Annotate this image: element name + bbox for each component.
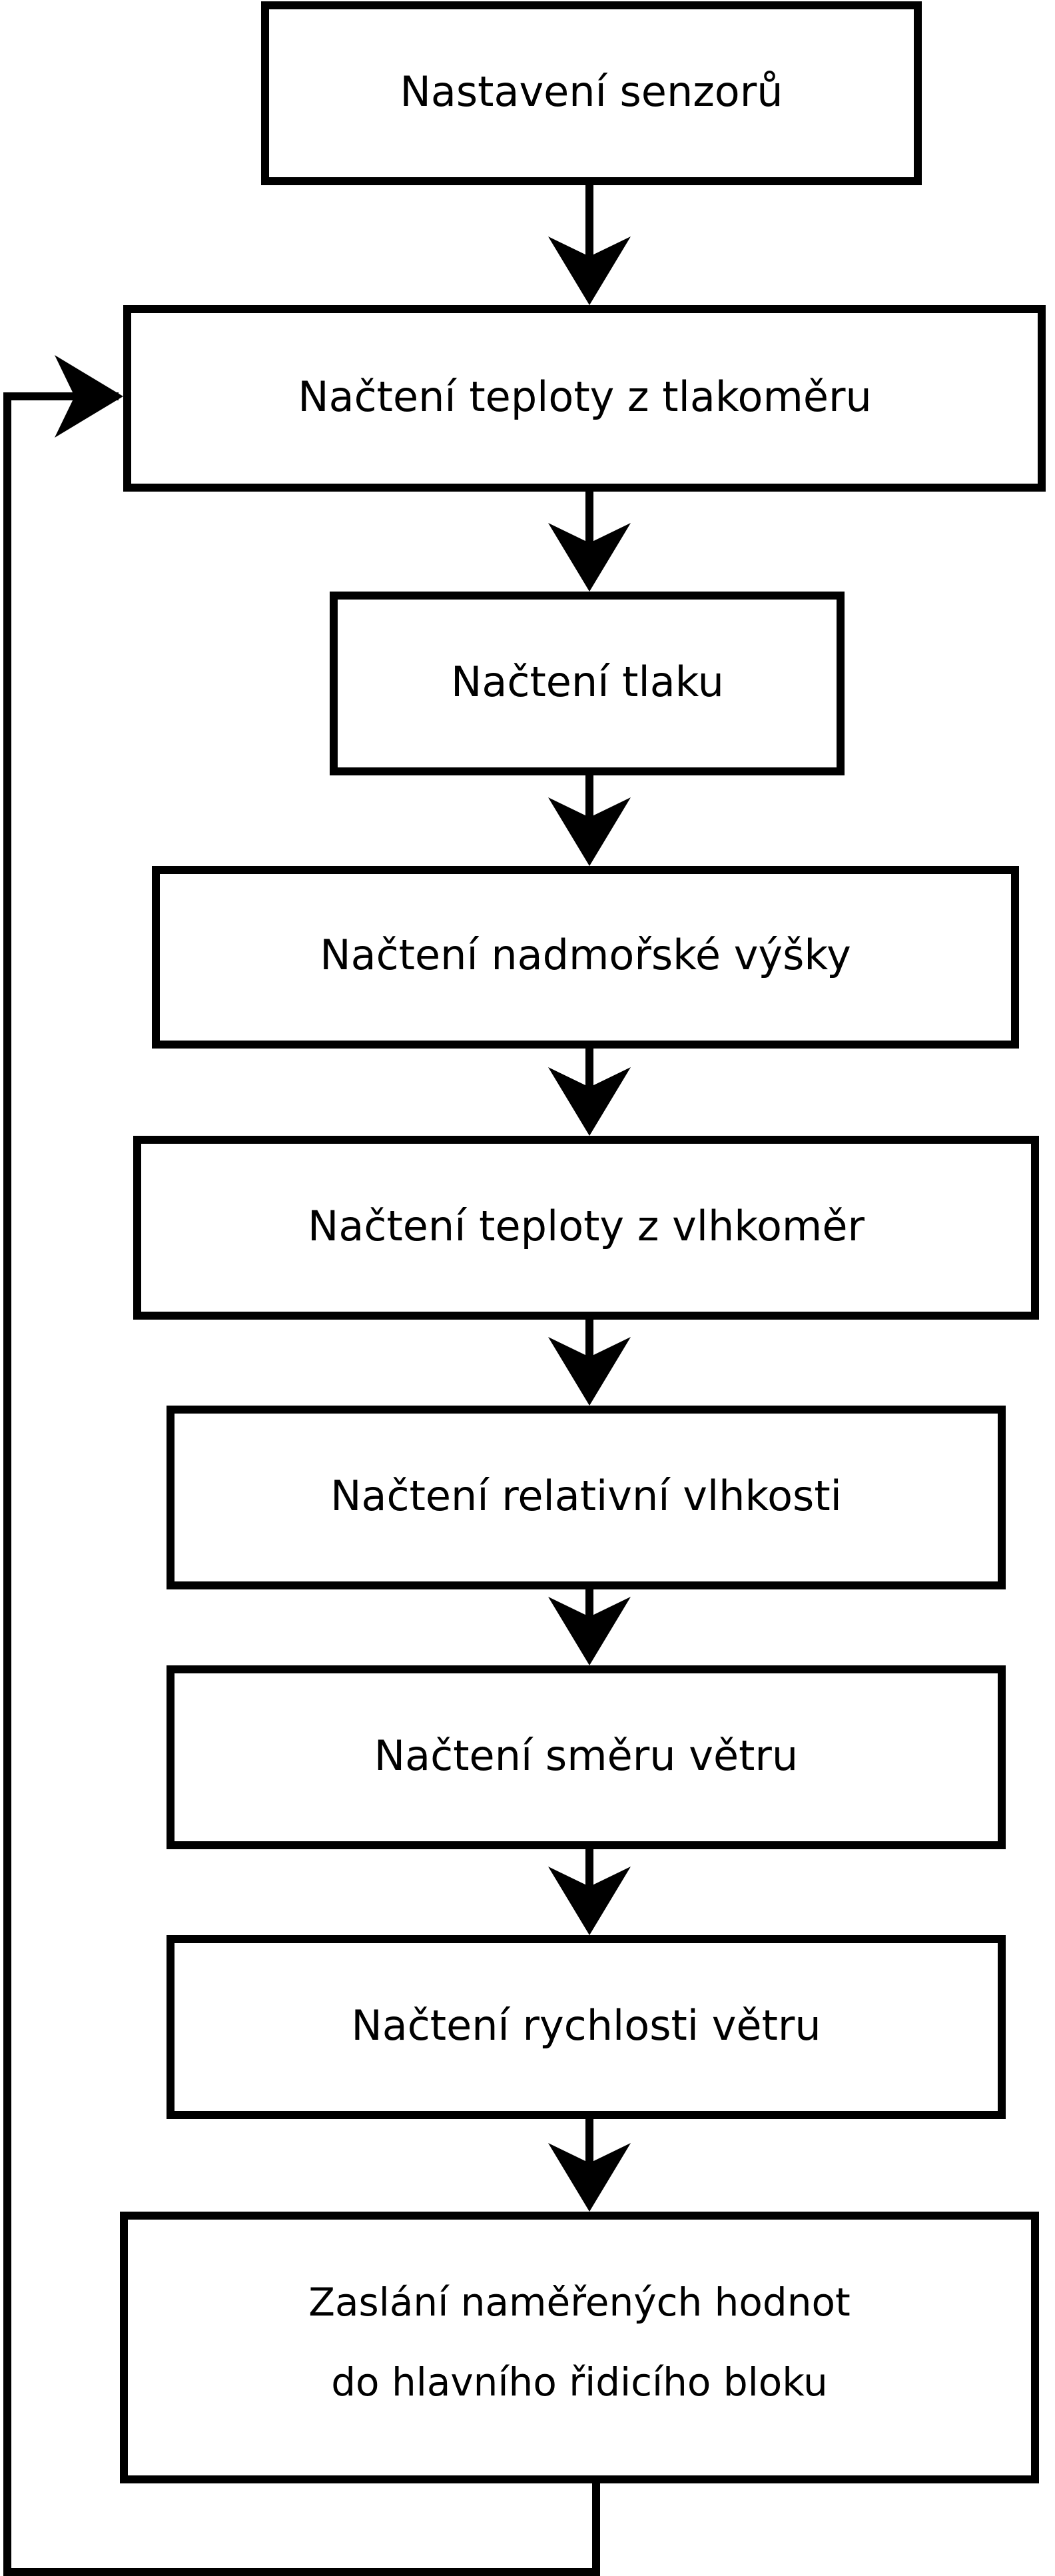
- node-setup-sensors[interactable]: Nastavení senzorů: [261, 1, 922, 185]
- loop-back-arrowhead: [55, 355, 123, 438]
- edge-arrowhead-8: [548, 2143, 631, 2212]
- edge-arrowhead-5: [548, 1337, 631, 1406]
- node-read-temp-hygrometer-label: Načtení teploty z vlhkoměr: [308, 1202, 865, 1250]
- node-read-temp-barometer[interactable]: Načtení teploty z tlakoměru: [123, 305, 1046, 492]
- node-send-values-label-line1: Zaslání naměřených hodnot: [308, 2280, 850, 2325]
- node-read-pressure[interactable]: Načtení tlaku: [330, 592, 845, 775]
- node-setup-sensors-box[interactable]: [261, 1, 922, 185]
- node-read-wind-speed[interactable]: Načtení rychlosti větru: [167, 1935, 1006, 2119]
- edge-setup-to-read-temp-barometer: [548, 181, 631, 305]
- loop-back-path: [3, 392, 600, 2576]
- node-read-pressure-label: Načtení tlaku: [451, 657, 724, 706]
- edge-read-relative-humidity-to-read-wind-direction: [548, 1585, 631, 1665]
- edge-arrowhead-7: [548, 1867, 631, 1935]
- node-send-values[interactable]: Zaslání naměřených hodnot do hlavního ři…: [120, 2212, 1039, 2483]
- edge-read-wind-speed-to-send-values: [548, 2115, 631, 2212]
- edge-arrowhead-2: [548, 523, 631, 592]
- node-read-wind-direction[interactable]: Načtení směru větru: [167, 1665, 1006, 1849]
- edge-arrowhead-3: [548, 797, 631, 866]
- edge-read-pressure-to-read-altitude: [548, 771, 631, 866]
- node-send-values-box[interactable]: [120, 2212, 1039, 2483]
- node-read-wind-direction-box[interactable]: [167, 1665, 1006, 1849]
- edge-read-altitude-to-read-temp-hygrometer: [548, 1045, 631, 1136]
- node-read-wind-direction-label: Načtení směru větru: [374, 1731, 798, 1780]
- node-read-temp-barometer-box[interactable]: [123, 305, 1046, 492]
- node-read-relative-humidity-label: Načtení relativní vlhkosti: [330, 1472, 842, 1520]
- edge-read-temp-hygrometer-to-read-relative-humidity: [548, 1316, 631, 1406]
- edge-read-wind-direction-to-read-wind-speed: [548, 1845, 631, 1935]
- edge-loop-back-to-read-temp-barometer: [3, 355, 600, 2576]
- edge-arrowhead-4: [548, 1067, 631, 1136]
- edge-read-temp-barometer-to-read-pressure: [548, 488, 631, 592]
- node-read-pressure-box[interactable]: [330, 592, 845, 775]
- node-send-values-label-line2: do hlavního řidicího bloku: [331, 2360, 828, 2405]
- edge-arrowhead-6: [548, 1597, 631, 1665]
- node-read-wind-speed-label: Načtení rychlosti větru: [351, 2001, 821, 2050]
- node-read-relative-humidity-box[interactable]: [167, 1406, 1006, 1589]
- edge-arrowhead-1: [548, 236, 631, 305]
- node-read-temp-hygrometer[interactable]: Načtení teploty z vlhkoměr: [133, 1136, 1039, 1320]
- node-read-temp-barometer-label: Načtení teploty z tlakoměru: [298, 372, 872, 421]
- node-read-temp-hygrometer-box[interactable]: [133, 1136, 1039, 1320]
- node-read-altitude-label: Načtení nadmořské výšky: [320, 931, 851, 979]
- node-read-altitude[interactable]: Načtení nadmořské výšky: [152, 866, 1019, 1049]
- node-read-wind-speed-box[interactable]: [167, 1935, 1006, 2119]
- node-read-relative-humidity[interactable]: Načtení relativní vlhkosti: [167, 1406, 1006, 1589]
- node-setup-sensors-label: Nastavení senzorů: [400, 67, 783, 116]
- node-read-altitude-box[interactable]: [152, 866, 1019, 1049]
